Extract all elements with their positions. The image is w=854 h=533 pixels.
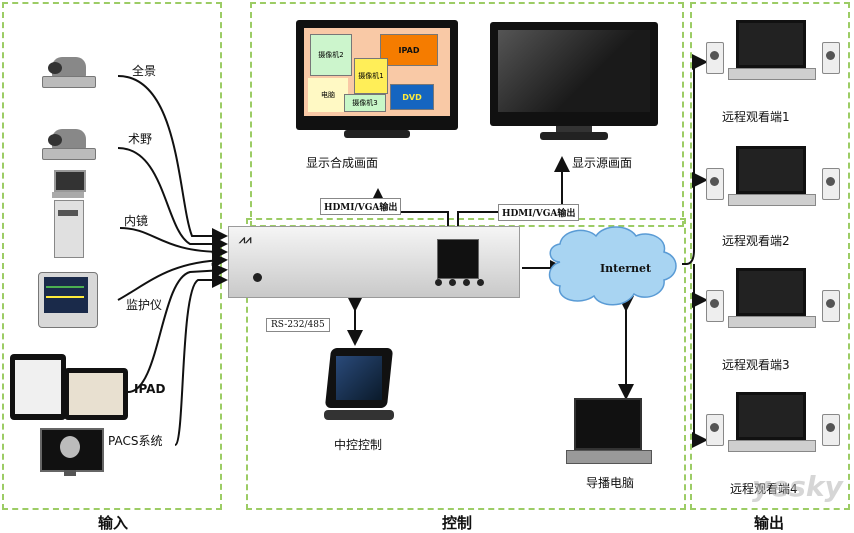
output-zone-label: 输出 [754, 514, 785, 532]
hdmi-output-label-right: HDMI/VGA输出 [498, 204, 580, 221]
touch-panel-icon [322, 346, 396, 424]
device-button-4[interactable] [477, 279, 484, 286]
endoscope-cart-icon [50, 170, 86, 260]
device-power-knob[interactable] [253, 273, 262, 282]
yesky-watermark: yesky [752, 470, 843, 503]
source-display-tv [490, 22, 658, 126]
tile-ipad: IPAD [380, 34, 438, 66]
control-zone-bottom [246, 218, 686, 510]
tile-pc: 电脑 [308, 78, 348, 112]
patient-monitor-icon [38, 272, 98, 330]
input-label-pacs: PACS系统 [108, 434, 163, 448]
composite-display-tv: 摄像机2 IPAD 摄像机1 DVD 电脑 摄像机3 [296, 20, 458, 138]
device-screen [437, 239, 479, 279]
input-label-panorama: 全景 [132, 64, 157, 78]
remote-viewer-2-icon [706, 146, 840, 214]
remote-viewer-4-label: 远程观看端4 [730, 482, 798, 496]
central-control-label: 中控控制 [334, 438, 383, 452]
remote-viewer-1-label: 远程观看端1 [722, 110, 790, 124]
hdmi-output-label-left: HDMI/VGA输出 [320, 198, 402, 215]
control-zone-label: 控制 [442, 514, 473, 532]
rs232-label: RS-232/485 [266, 318, 330, 332]
internet-label: Internet [600, 262, 652, 275]
input-zone-label: 输入 [98, 514, 129, 532]
tile-camera3: 摄像机3 [344, 94, 386, 112]
surgical-camera-icon [42, 114, 96, 160]
director-pc-label: 导播电脑 [586, 476, 635, 490]
output-zone [690, 2, 850, 510]
input-label-ipad: IPAD [134, 382, 166, 396]
device-logo-icon: ⩘⩘ [239, 233, 252, 246]
source-screen [498, 30, 650, 112]
remote-viewer-1-icon [706, 20, 840, 88]
device-button-2[interactable] [449, 279, 456, 286]
tile-camera1: 摄像机1 [354, 58, 388, 94]
tile-dvd: DVD [390, 84, 434, 110]
director-laptop-icon [566, 398, 652, 466]
composite-screen: 摄像机2 IPAD 摄像机1 DVD 电脑 摄像机3 [304, 28, 450, 116]
input-label-surgical-field: 术野 [128, 132, 153, 146]
remote-viewer-3-icon [706, 268, 840, 336]
device-button-1[interactable] [435, 279, 442, 286]
input-label-endoscope: 内镜 [124, 214, 149, 228]
device-button-3[interactable] [463, 279, 470, 286]
remote-viewer-2-label: 远程观看端2 [722, 234, 790, 248]
ipad-devices-icon [10, 354, 128, 422]
pacs-display-icon [40, 428, 104, 476]
matrix-switcher-device: ⩘⩘ [228, 226, 520, 298]
tile-camera2: 摄像机2 [310, 34, 352, 76]
remote-viewer-4-icon [706, 392, 840, 460]
panorama-camera-icon [42, 42, 96, 88]
input-label-monitor: 监护仪 [126, 298, 163, 312]
composite-display-label: 显示合成画面 [306, 156, 379, 170]
remote-viewer-3-label: 远程观看端3 [722, 358, 790, 372]
source-display-label: 显示源画面 [572, 156, 633, 170]
